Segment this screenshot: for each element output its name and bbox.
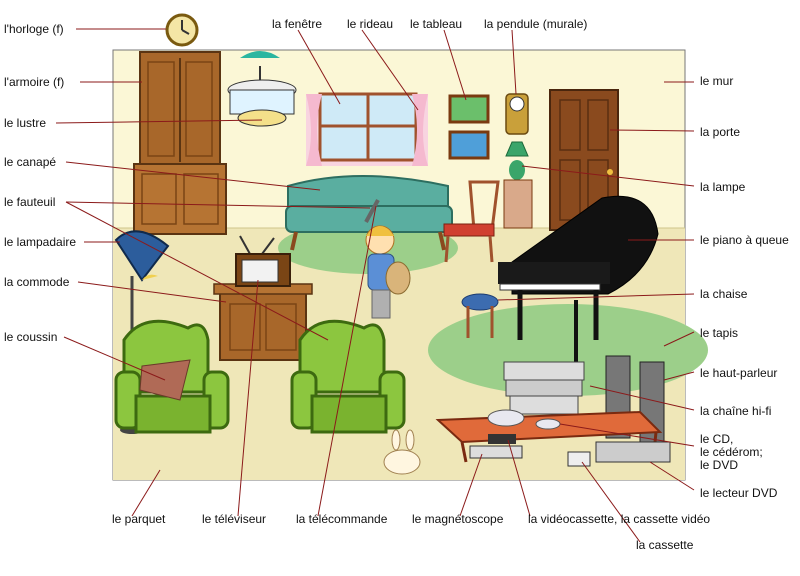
armoire-wardrobe [133, 51, 227, 235]
lampe-table-lamp [503, 141, 533, 229]
label-chaine: la chaîne hi-fi [700, 404, 772, 418]
cd-discs [487, 409, 561, 430]
boy-with-cat [364, 199, 411, 319]
label-commode: la commode [4, 275, 70, 289]
magnetoscope-vcr [469, 445, 523, 459]
label-dvd: le DVD [700, 458, 739, 472]
rug-front [428, 304, 708, 396]
rabbit [383, 429, 421, 475]
label-lampe: la lampe [700, 180, 746, 194]
rideau-curtain-right [412, 94, 428, 166]
pendule-wall-clock [505, 93, 529, 135]
label-telecommande: la télécommande [296, 512, 388, 526]
rideau-curtain-left [306, 94, 322, 166]
label-parquet: le parquet [112, 512, 166, 526]
label-tapis: le tapis [700, 326, 739, 340]
leader-lines [55, 28, 695, 543]
label-televiseur: le téléviseur [202, 512, 267, 526]
label-fenetre: la fenêtre [272, 17, 323, 31]
label-fauteuil: le fauteuil [4, 195, 56, 209]
label-mur: le mur [700, 74, 734, 88]
stool [461, 293, 499, 338]
label-coussin: le coussin [4, 330, 58, 344]
label-magnetoscope: le magnétoscope [412, 512, 504, 526]
videocassette [488, 434, 516, 444]
label-armoire: l'armoire (f) [4, 75, 65, 89]
label-cassette: la cassette [636, 538, 694, 552]
chaise-chair-back [443, 180, 500, 263]
label-rideau: le rideau [347, 17, 394, 31]
label-lustre: le lustre [4, 116, 47, 130]
label-haut-parleur: le haut-parleur [700, 366, 778, 380]
lecteur-dvd-player [595, 441, 671, 463]
label-horloge: l'horloge (f) [4, 22, 64, 36]
label-tableau: le tableau [410, 17, 463, 31]
fauteuil-armchair-left [114, 319, 230, 434]
label-canape: le canapé [4, 155, 57, 169]
label-cederom: le cédérom; [700, 445, 763, 459]
lustre-chandelier [227, 51, 297, 127]
label-piano: le piano à queue [700, 233, 789, 247]
chaine-hifi-stereo [503, 361, 585, 415]
telecommande-remote [364, 199, 380, 223]
label-chaise: la chaise [700, 287, 748, 301]
horloge-clock [165, 13, 199, 47]
label-pendule: la pendule (murale) [484, 17, 588, 31]
fenetre-window [306, 92, 428, 166]
tableau-paintings [448, 94, 490, 160]
label-lecteur-dvd: le lecteur DVD [700, 486, 778, 500]
fauteuil-armchair-right [290, 319, 406, 434]
televiseur-tv [235, 235, 291, 287]
label-porte: la porte [700, 125, 741, 139]
label-videocassette: la vidéocassette, la cassette vidéo [528, 512, 711, 526]
piano-grand-piano [498, 195, 659, 370]
label-cd: le CD, [700, 432, 734, 446]
cassette [567, 451, 591, 467]
label-lampadaire: le lampadaire [4, 235, 77, 249]
porte-door [549, 89, 619, 231]
commode-dresser [213, 283, 313, 361]
